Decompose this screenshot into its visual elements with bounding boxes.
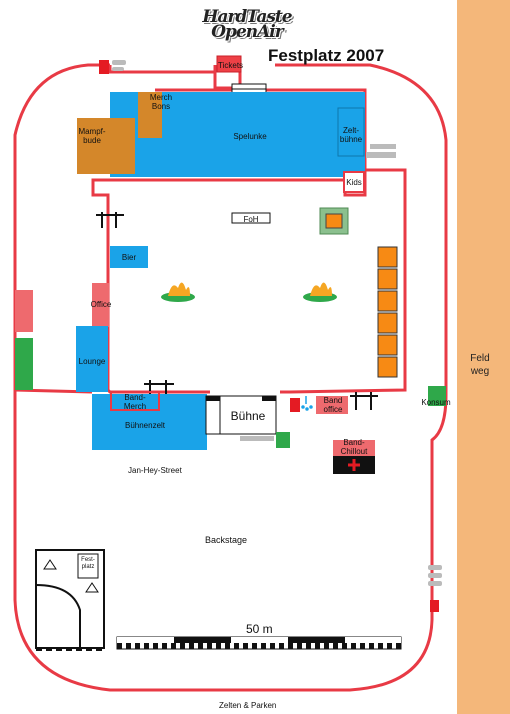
tickets-label: Tickets — [218, 61, 244, 70]
konsum-stand — [428, 386, 446, 406]
lounge-tent — [76, 326, 108, 392]
band-chillout-area — [333, 440, 375, 456]
pink-stand-left — [15, 290, 33, 332]
mampfbude-label: Mampf- bude — [78, 127, 106, 145]
band-office-label: Band office — [323, 396, 343, 414]
bier-label: Bier — [121, 253, 137, 262]
red-box — [290, 398, 300, 412]
tickets-fence — [213, 72, 242, 90]
merch-bons-label: Merch Bons — [149, 93, 173, 111]
outer-fence — [13, 63, 448, 692]
kids-label: Kids — [346, 178, 362, 187]
inner-fence-right — [280, 168, 407, 394]
fireplace-icon — [161, 282, 195, 302]
office-booth — [92, 283, 109, 327]
office-label: Office — [90, 300, 112, 309]
scale-label: 50 m — [246, 622, 273, 636]
band-merch-label: Band- Merch — [123, 393, 147, 411]
bier-stand — [110, 246, 148, 268]
tickets-booth — [216, 55, 242, 73]
foh-label: FoH — [243, 215, 259, 224]
stairs-icon — [240, 436, 274, 441]
inset-map — [35, 549, 105, 651]
hardtaste-logo: HardTaste OpenAir — [202, 7, 292, 42]
zelten-parken-label: Zelten & Parken — [219, 701, 277, 710]
fireplace-icon — [303, 282, 337, 302]
red-sign — [99, 60, 109, 74]
merch-bons-stand — [138, 92, 162, 138]
stairs-icon — [366, 144, 396, 158]
red-sign — [430, 600, 439, 612]
band-merch-booth — [110, 391, 160, 411]
green-box — [276, 432, 290, 448]
jan-hey-street-label: Jan-Hey-Street — [128, 466, 182, 475]
konsum-label: Konsum — [421, 398, 451, 407]
zeltbuehne-label: Zelt- bühne — [339, 126, 363, 144]
cars-icon — [112, 60, 126, 71]
map-title: Festplatz 2007 — [268, 46, 385, 65]
zeltbuehne-stage — [337, 107, 365, 157]
lounge-label: Lounge — [78, 357, 106, 366]
crowd-barrier-icon — [96, 212, 378, 410]
mampfbude-stand — [77, 118, 135, 174]
shower-icon — [301, 396, 313, 411]
inset-festplatz-label: Fest- platz — [81, 557, 95, 570]
band-office-booth — [316, 396, 348, 414]
backstage-label: Backstage — [205, 535, 248, 545]
scale-bar — [116, 636, 402, 650]
food-stands-row — [377, 246, 398, 378]
buehne-label: Bühne — [230, 409, 266, 423]
first-aid-icon — [348, 459, 360, 471]
buehnenzelt-label: Bühnenzelt — [124, 421, 166, 430]
band-chillout-label: Band- Chillout — [340, 438, 368, 456]
foh-booth — [231, 212, 271, 224]
kids-area — [343, 171, 365, 193]
cars-icon — [428, 565, 442, 586]
feldweg-label: Feldweg — [470, 353, 490, 377]
spelunke-label: Spelunke — [233, 132, 267, 141]
feldweg-road-band — [457, 0, 510, 714]
green-stand-left — [15, 338, 33, 390]
